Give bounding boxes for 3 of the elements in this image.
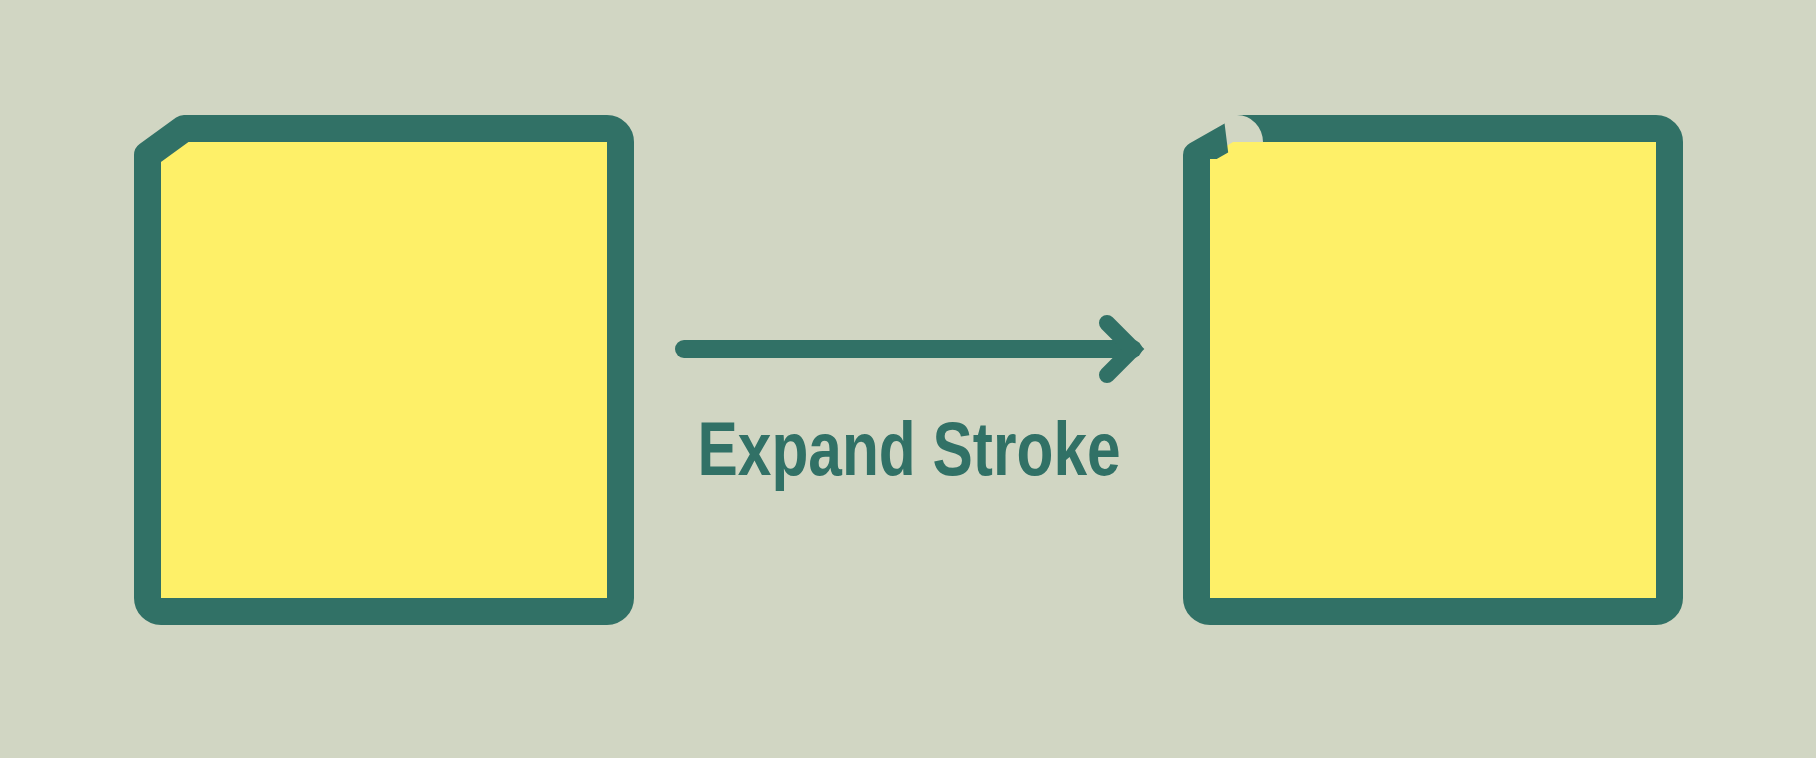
expanded-outline-square [1183, 115, 1683, 625]
outlined-square [134, 115, 634, 625]
arrow [675, 315, 1142, 383]
